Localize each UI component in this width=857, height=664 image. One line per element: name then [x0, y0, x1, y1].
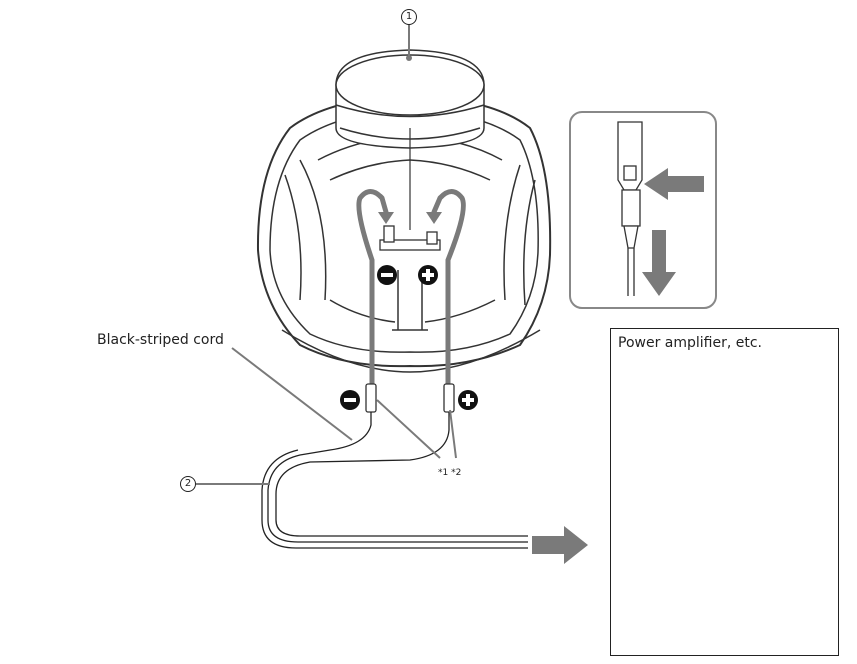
power-amplifier-label: Power amplifier, etc.: [618, 335, 762, 351]
lead-arrowheads: [378, 212, 442, 224]
black-striped-cord-label: Black-striped cord: [97, 332, 224, 348]
power-amplifier-box: Power amplifier, etc.: [610, 328, 839, 656]
speaker-leads: [356, 189, 466, 387]
speaker-flange: [281, 329, 541, 373]
callout-1: 1: [401, 9, 417, 25]
basket-spoke: [299, 159, 327, 301]
negative-lead: [356, 189, 389, 387]
basket-spoke: [503, 164, 521, 301]
speaker-polarity-symbols: [377, 265, 438, 285]
leader-lines: [196, 24, 457, 485]
basket-spoke: [329, 299, 396, 323]
basket-spoke: [284, 174, 302, 301]
cord-polarity-symbols: [340, 390, 478, 410]
callout-2: 2: [180, 476, 196, 492]
basket-spoke: [523, 179, 536, 306]
positive-connector: [443, 383, 455, 413]
negative-connector: [365, 383, 377, 413]
push-arrow: [644, 168, 704, 200]
cord-connectors: [365, 383, 455, 413]
output-arrow: [532, 526, 588, 564]
positive-lead: [431, 189, 466, 387]
leader-dot: [406, 55, 412, 61]
basket-spoke: [424, 299, 496, 323]
note-labels: *1 *2: [438, 468, 461, 478]
speaker-cord: [261, 412, 528, 549]
note-1: *1: [438, 468, 449, 478]
note-2: *2: [451, 468, 462, 478]
connector-detail-inset: [569, 111, 717, 309]
speaker-magnet: [335, 49, 485, 230]
pull-arrow: [642, 230, 676, 296]
speaker-terminals: [379, 225, 441, 251]
